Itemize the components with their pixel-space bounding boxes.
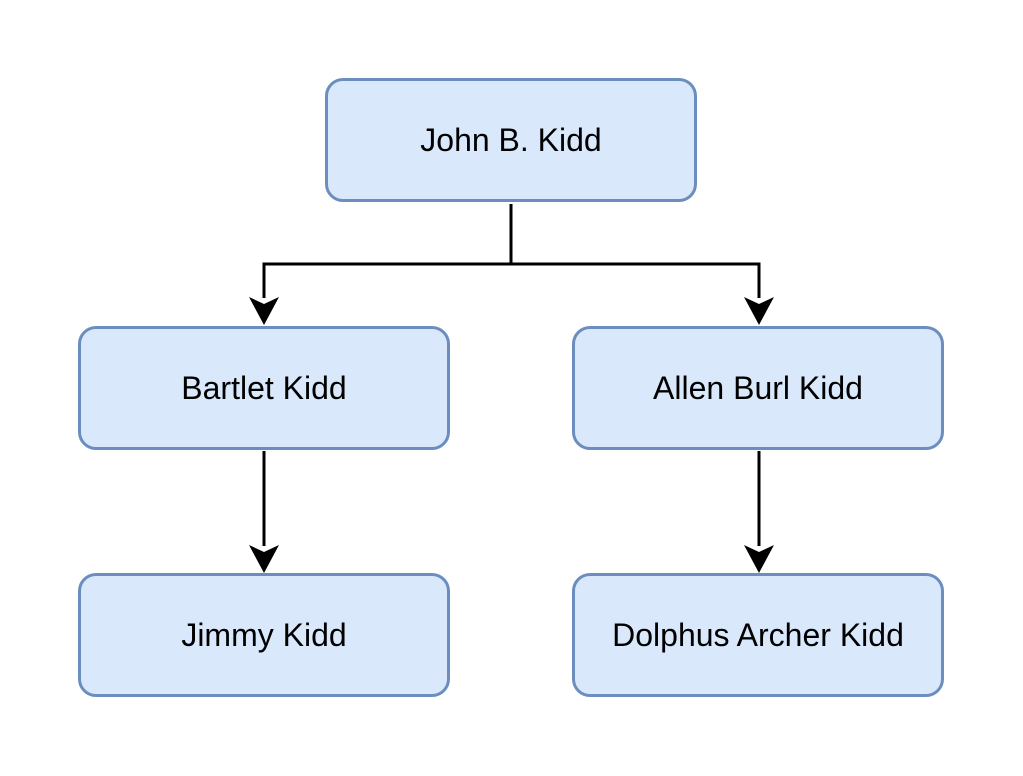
arrowhead-bartlet	[249, 297, 279, 325]
node-label: Allen Burl Kidd	[653, 369, 863, 406]
edge-john-to-bartlet	[262, 204, 513, 298]
node-allen-burl-kidd[interactable]: Allen Burl Kidd	[572, 326, 944, 450]
arrowhead-jimmy	[249, 545, 279, 573]
node-john-b-kidd[interactable]: John B. Kidd	[325, 78, 697, 202]
edge-john-to-allen	[511, 262, 761, 298]
node-bartlet-kidd[interactable]: Bartlet Kidd	[78, 326, 450, 450]
node-dolphus-archer-kidd[interactable]: Dolphus Archer Kidd	[572, 573, 944, 697]
node-label: Dolphus Archer Kidd	[612, 616, 904, 653]
node-label: Jimmy Kidd	[181, 616, 347, 653]
node-label: John B. Kidd	[420, 121, 602, 158]
node-label: Bartlet Kidd	[181, 369, 347, 406]
arrowhead-dolphus	[744, 545, 774, 573]
arrowhead-allen	[744, 297, 774, 325]
node-jimmy-kidd[interactable]: Jimmy Kidd	[78, 573, 450, 697]
